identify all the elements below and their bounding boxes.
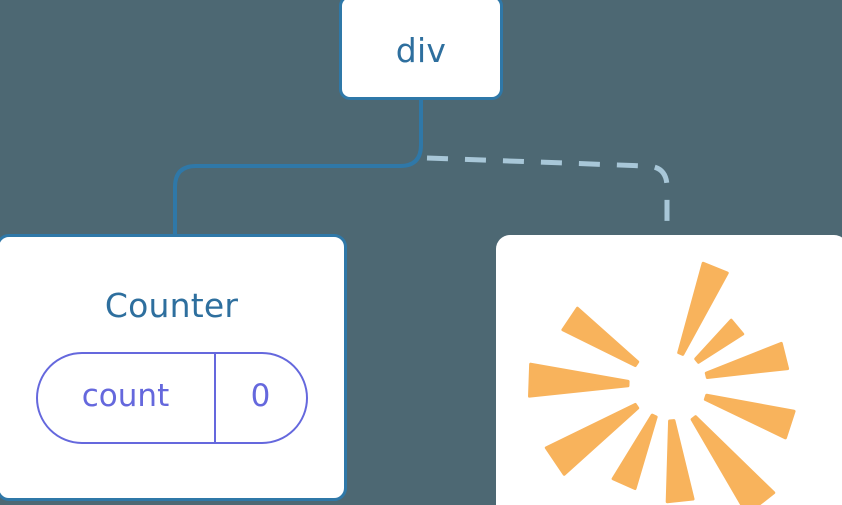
sparkle-ray-group bbox=[528, 261, 796, 505]
sparkle-ray-2 bbox=[704, 341, 790, 379]
sparkle-ray-0 bbox=[677, 261, 729, 356]
sparkle-ray-9 bbox=[561, 306, 640, 368]
state-pill-divider bbox=[213, 354, 216, 442]
node-counter[interactable]: Counter count 0 bbox=[0, 234, 347, 501]
edge-div-to-rerender bbox=[426, 155, 670, 240]
node-counter-label: Counter bbox=[104, 286, 239, 325]
sparkle-ray-5 bbox=[665, 419, 695, 504]
state-pill[interactable]: count 0 bbox=[35, 352, 308, 444]
state-value: 0 bbox=[250, 378, 271, 414]
state-key: count bbox=[81, 378, 170, 414]
edge-div-to-counter bbox=[173, 98, 423, 242]
sparkle-ray-4 bbox=[690, 415, 776, 505]
sparkle-ray-7 bbox=[544, 402, 640, 476]
sparkle-ray-8 bbox=[528, 362, 630, 398]
node-rerender-burst[interactable] bbox=[496, 235, 842, 505]
sparkle-ray-1 bbox=[694, 318, 745, 364]
sparkle-burst-icon bbox=[528, 261, 796, 505]
node-div-label: div bbox=[395, 31, 447, 70]
sparkle-ray-3 bbox=[703, 393, 796, 440]
sparkle-ray-6 bbox=[611, 413, 658, 491]
node-div[interactable]: div bbox=[339, 0, 503, 100]
